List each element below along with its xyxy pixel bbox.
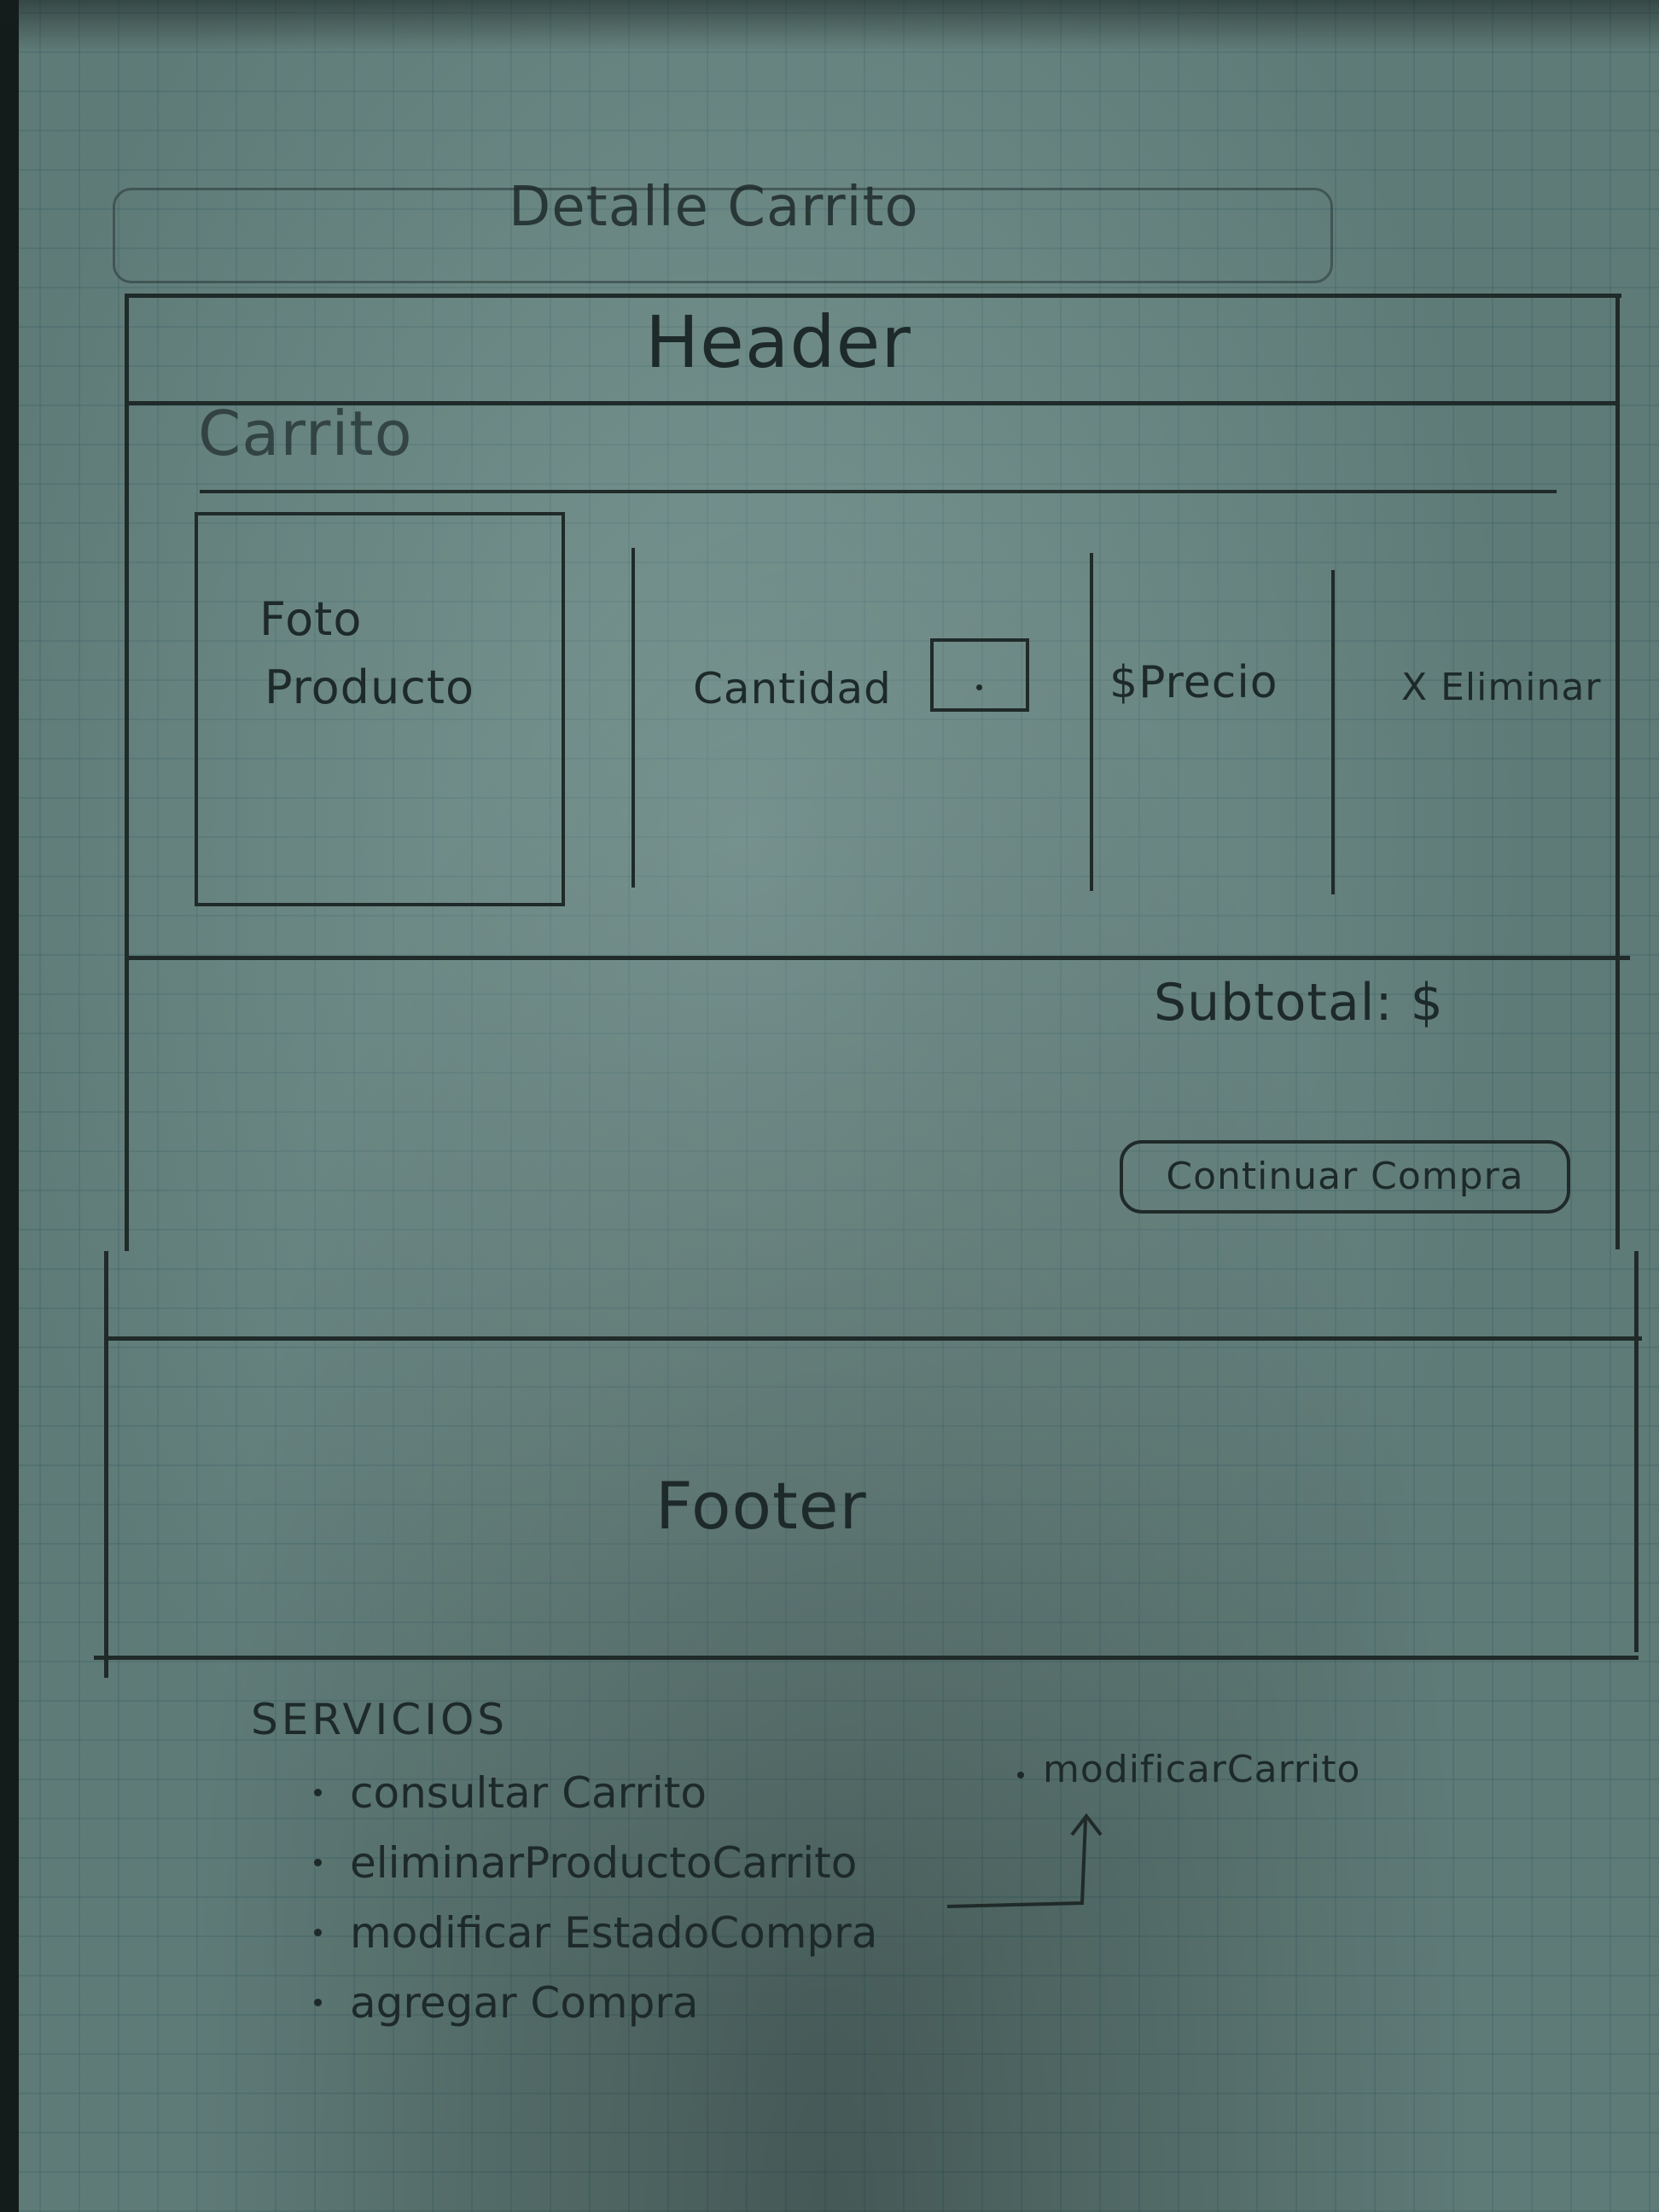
frame-bottom-border	[94, 1656, 1639, 1660]
frame-left-border-lower	[104, 1251, 108, 1678]
quantity-input[interactable]	[930, 638, 1029, 712]
frame-right-border-lower	[1634, 1251, 1639, 1652]
service-item-label: agregar Compra	[350, 1978, 699, 2028]
service-item-label: eliminarProductoCarrito	[350, 1838, 858, 1888]
bullet-icon	[314, 1929, 322, 1936]
page-title: Detalle Carrito	[509, 176, 919, 239]
product-photo-placeholder	[195, 512, 565, 906]
bullet-icon	[314, 1859, 322, 1866]
services-heading: SERVICIOS	[251, 1695, 509, 1744]
subtotal-label: Subtotal: $	[1154, 973, 1444, 1033]
column-divider-3	[1331, 570, 1335, 894]
footer-label: Footer	[655, 1468, 867, 1544]
remove-item-link[interactable]: X Eliminar	[1401, 666, 1602, 709]
footer-divider	[106, 1336, 1642, 1341]
product-photo-label-line2: Producto	[265, 661, 475, 714]
service-item: eliminarProductoCarrito	[307, 1828, 877, 1898]
side-note-label: modificarCarrito	[1043, 1748, 1361, 1791]
bullet-icon	[1017, 1772, 1024, 1778]
page-title-bar	[113, 188, 1333, 283]
column-divider-1	[632, 548, 635, 888]
product-photo-label-line1: Foto	[259, 592, 363, 646]
bullet-icon	[314, 1999, 322, 2006]
frame-left-border	[125, 294, 129, 1251]
header-label: Header	[645, 300, 911, 384]
column-divider-2	[1090, 553, 1093, 891]
price-label: $Precio	[1109, 657, 1278, 708]
service-item-label: modificar EstadoCompra	[350, 1908, 878, 1958]
service-item: agregar Compra	[307, 1968, 877, 2038]
quantity-label: Cantidad	[693, 664, 892, 713]
service-item-label: consultar Carrito	[350, 1768, 707, 1818]
service-item: consultar Carrito	[307, 1758, 877, 1828]
service-item: modificar EstadoCompra	[307, 1898, 877, 1968]
services-list: consultar Carrito eliminarProductoCarrit…	[307, 1758, 877, 2038]
cart-section-label: Carrito	[198, 398, 413, 469]
cart-bottom-divider	[126, 956, 1630, 960]
frame-top-border	[126, 294, 1621, 298]
frame-right-border	[1615, 294, 1620, 1249]
cart-section-underline	[200, 490, 1557, 493]
bullet-icon	[314, 1789, 322, 1796]
quantity-input-dot	[976, 684, 982, 690]
header-divider	[126, 401, 1620, 405]
notebook-page-edge	[0, 0, 19, 2212]
notebook-page-shadow	[0, 0, 1659, 51]
continue-purchase-button[interactable]: Continuar Compra	[1120, 1140, 1570, 1214]
side-note: modificarCarrito	[1017, 1748, 1361, 1791]
